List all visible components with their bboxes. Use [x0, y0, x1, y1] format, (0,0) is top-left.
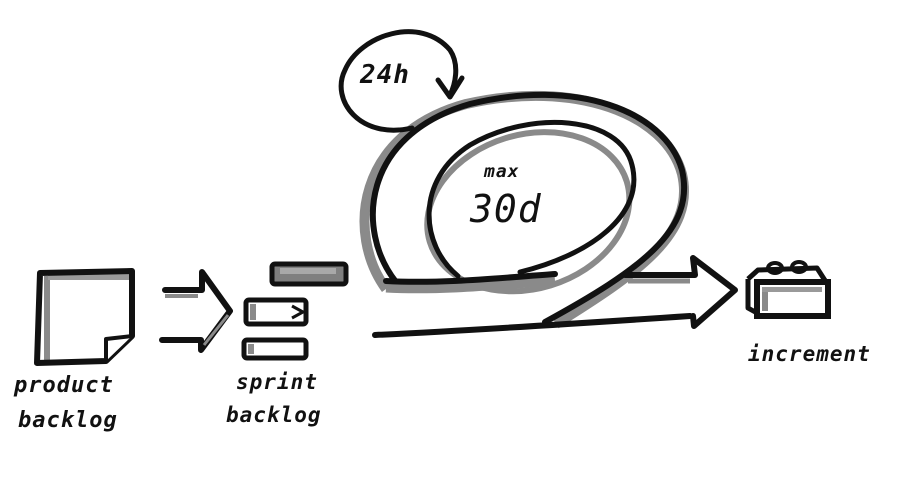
sprint-backlog-label-line1: sprint [236, 370, 318, 394]
circle-arrow-icon [338, 29, 465, 133]
increment-label: increment [748, 342, 871, 366]
sprint-loop-icon [359, 90, 693, 338]
document-icon [34, 268, 135, 366]
stacked-items-icon [241, 261, 349, 361]
arrow-right-icon [622, 255, 738, 329]
sprint-backlog-label-line2: backlog [226, 403, 322, 427]
arrow-right-icon [159, 269, 233, 353]
product-backlog-label-line2: backlog [18, 408, 118, 433]
product-backlog-label-line1: product [14, 373, 114, 398]
daily-cycle-label: 24h [360, 60, 410, 90]
lego-brick-icon [745, 260, 831, 319]
sprint-max-label: max [484, 161, 520, 182]
sprint-duration-label: 30d [470, 187, 542, 231]
